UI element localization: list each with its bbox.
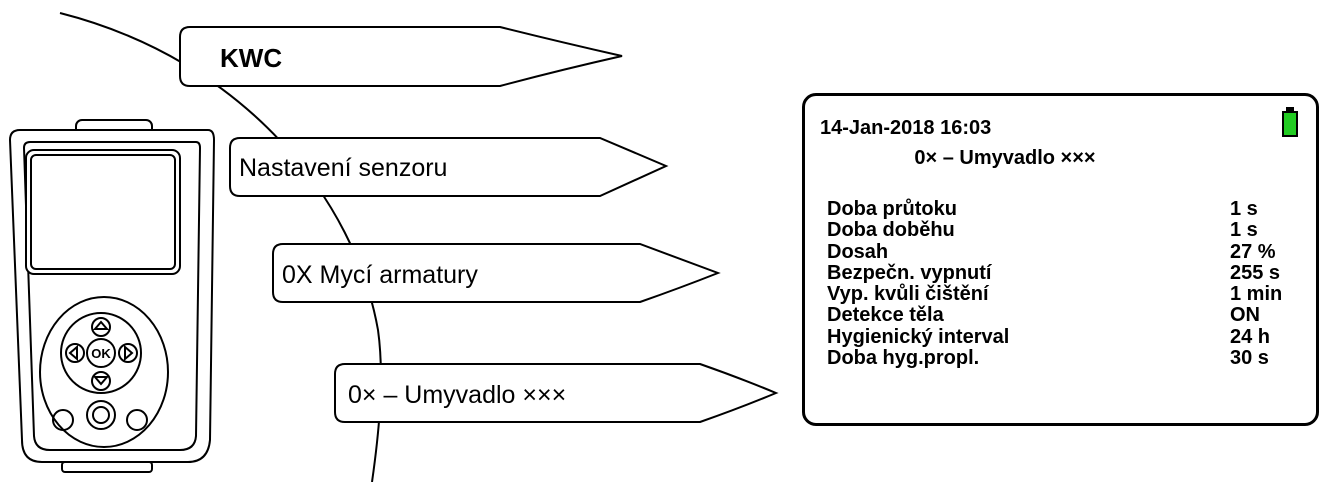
parameter-row: Vyp. kvůli čištění 1 min [827,284,1310,305]
menu-step-1-arrow [179,26,623,87]
parameter-value: 1 s [1230,219,1258,242]
parameter-row: Bezpečn. vypnutí 255 s [827,261,1310,284]
parameter-list: Doba průtoku 1 s Doba doběhu 1 s Dosah 27 %… [827,198,1310,370]
menu-step-4-arrow [334,363,779,423]
dpad-up-button [91,317,111,337]
parameter-name: Doba doběhu [827,219,955,242]
parameter-name: Detekce těla [827,304,944,327]
dpad-left-button [65,343,85,363]
parameter-name: Vyp. kvůli čištění [827,283,989,306]
parameter-name: Dosah [827,240,889,263]
parameter-name: Hygienický interval [827,325,1010,348]
parameter-row: Hygienický interval 24 h [827,325,1310,348]
ok-button [86,338,116,368]
dpad-right-button [118,343,138,363]
parameter-row: Doba hyg.propl. 30 s [827,347,1310,370]
parameter-row: Doba doběhu 1 s [827,220,1310,241]
parameter-row: Doba průtoku 1 s [827,198,1310,220]
parameter-value: 1 s [1230,198,1258,220]
left-soft-button [52,409,74,431]
right-soft-button [126,409,148,431]
parameter-name: Doba hyg.propl. [827,347,980,370]
parameter-row: Dosah 27 % [827,240,1310,263]
parameter-value: 24 h [1230,325,1271,348]
menu-step-1-label: KWC [220,43,282,73]
dpad-outer [60,312,142,394]
parameter-name: Doba průtoku [827,198,957,220]
menu-step-4: 0× – Umyvadlo ××× [334,363,779,423]
menu-step-2: Nastavení senzoru [229,137,669,197]
device-keypad-area [39,296,169,448]
parameter-row: Detekce těla ON [827,305,1310,326]
parameter-value: 255 s [1230,261,1281,284]
power-button [86,400,116,430]
parameter-value: 1 min [1230,283,1283,306]
menu-step-2-label: Nastavení senzoru [239,154,447,182]
dpad-down-button [91,371,111,391]
battery-icon [1282,107,1298,137]
menu-step-1: KWC [179,26,623,87]
display-title: 0× – Umyvadlo ××× [914,147,1096,169]
menu-step-4-label: 0× – Umyvadlo ××× [348,381,566,409]
device-screen [25,149,181,275]
device-bottom-foot [61,461,153,473]
parameter-name: Bezpečn. vypnutí [827,261,992,284]
menu-step-3: 0X Mycí armatury [272,243,721,303]
menu-step-3-label: 0X Mycí armatury [282,261,478,289]
ok-button-label: OK [91,346,111,361]
menu-step-3-arrow [272,243,721,303]
menu-step-2-arrow [229,137,669,197]
display-datetime: 14-Jan-2018 16:03 [820,117,992,139]
parameter-value: 27 % [1230,240,1276,263]
parameter-value: ON [1230,304,1260,327]
remote-control-device [8,119,216,473]
parameter-value: 30 s [1230,347,1269,370]
device-display-panel: 14-Jan-2018 16:03 0× – Umyvadlo ××× Doba… [802,93,1319,426]
